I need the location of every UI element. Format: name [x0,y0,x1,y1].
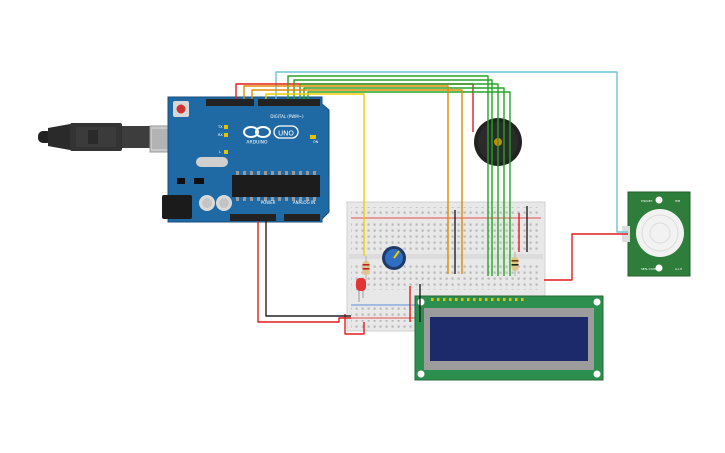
l-label: L [219,150,221,154]
resistor[interactable] [362,256,370,280]
analog-header-pins[interactable] [284,214,320,221]
wire-orange[interactable] [251,89,463,274]
pir-side-label: HIB [675,199,680,203]
power-header-label: POWER [261,200,276,205]
rx-label: RX [218,133,223,137]
pir-side-label: A-I-H [675,267,682,271]
wire-orange[interactable] [243,85,449,274]
power-jack [162,195,192,219]
pir-top-label: PIR/LBT [641,199,653,203]
pir-bottom-label: SEN-13285 [641,267,658,271]
atmega-chip [232,175,320,197]
on-label: ON [313,140,319,144]
digital-header-right[interactable] [258,99,320,106]
wires [235,71,628,335]
digital-header-left[interactable] [206,99,254,106]
digital-header-label: DIGITAL (PWM~) [270,114,304,119]
wire-green[interactable] [307,91,511,276]
pir-sensor[interactable]: PIR/LBT SEN-13285 HIB A-I-H [622,191,691,277]
wire-blue[interactable] [275,71,628,233]
arduino-logo [243,125,299,139]
red-led[interactable] [356,278,366,302]
wire-red[interactable] [344,314,365,335]
lcd-display[interactable] [414,295,604,381]
resistor[interactable] [511,252,519,276]
wire-green[interactable] [299,83,499,276]
arduino-board[interactable]: UNO ARDUINO DIGITAL (PWM~) POWER ANALOG … [162,96,330,223]
wire-red[interactable] [544,233,628,281]
arduino-brand-label: ARDUINO [246,140,268,146]
usb-cable [38,123,179,153]
tx-label: TX [217,125,223,129]
wire-yellow[interactable] [265,93,365,256]
uno-label: UNO [278,130,294,138]
analog-header-label: ANALOG IN [293,200,315,205]
wire-green[interactable] [287,75,489,276]
power-header-pins[interactable] [230,214,276,221]
wire-black[interactable] [265,221,351,317]
potentiometer[interactable] [382,246,406,270]
crystal [196,157,228,167]
wire-red[interactable] [257,221,351,323]
lcd-screen [430,317,588,361]
